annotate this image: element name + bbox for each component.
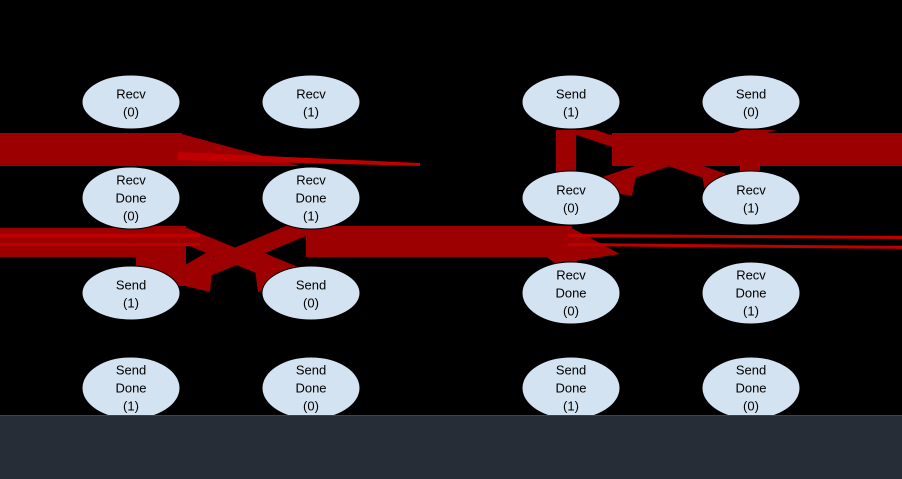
- node-label-line1: Recv: [736, 267, 766, 282]
- node-label-line1: Send: [736, 86, 766, 101]
- node-label-line1: Recv: [736, 182, 766, 197]
- node-shape: [521, 261, 621, 325]
- node-label-line1: Send: [296, 277, 326, 292]
- node-shape: [81, 265, 181, 321]
- node-recv-0[interactable]: Recv (0): [81, 74, 181, 130]
- node-shape: [261, 166, 361, 230]
- edge-band-center-mid: [306, 226, 572, 257]
- node-recv-1-mid[interactable]: Recv (1): [701, 170, 801, 226]
- node-label-line3: (1): [123, 398, 139, 413]
- edge-stub-send0-recv1: [740, 130, 760, 176]
- node-label-line3: (0): [563, 303, 579, 318]
- node-label-line3: (0): [743, 398, 759, 413]
- node-label-line2: Done: [555, 380, 586, 395]
- edge-line-left-tail-a: [0, 234, 200, 237]
- node-label-line2: Done: [295, 190, 326, 205]
- node-label-line1: Send: [116, 362, 146, 377]
- node-label-line2: Done: [735, 285, 766, 300]
- node-shape: [521, 74, 621, 130]
- node-recv-done-1-col3[interactable]: Recv Done (1): [701, 261, 801, 325]
- node-label-line1: Send: [736, 362, 766, 377]
- node-label-line2: Done: [555, 285, 586, 300]
- node-label-line2: Done: [115, 380, 146, 395]
- node-shape: [261, 265, 361, 321]
- node-shape: [81, 166, 181, 230]
- node-send-done-1[interactable]: Send Done (1): [81, 356, 181, 420]
- node-label-line3: (0): [123, 208, 139, 223]
- node-label-line2: Done: [735, 380, 766, 395]
- edge-line-center-tail-b: [568, 243, 902, 249]
- node-label-line1: Recv: [296, 86, 326, 101]
- node-label-line1: Recv: [116, 86, 146, 101]
- node-layer: Recv (0) Recv (1) Send (1) Send (0): [81, 74, 801, 420]
- node-label-line1: Send: [556, 86, 586, 101]
- node-shape: [521, 170, 621, 226]
- node-shape: [701, 170, 801, 226]
- edge-stub-send1-recv0: [556, 130, 576, 176]
- node-recv-done-0[interactable]: Recv Done (0): [81, 166, 181, 230]
- node-label-line1: Send: [296, 362, 326, 377]
- node-send-done-1-col2[interactable]: Send Done (1): [521, 356, 621, 420]
- node-label-line1: Recv: [556, 267, 586, 282]
- node-send-1-top[interactable]: Send (1): [521, 74, 621, 130]
- node-label-line1: Recv: [556, 182, 586, 197]
- node-label-line3: (1): [563, 398, 579, 413]
- edge-line-left-top-tail: [178, 152, 420, 166]
- node-label-line1: Send: [556, 362, 586, 377]
- edge-line-left-tail-b: [0, 243, 200, 246]
- node-shape: [701, 261, 801, 325]
- node-send-done-0-col3[interactable]: Send Done (0): [701, 356, 801, 420]
- node-send-0-top[interactable]: Send (0): [701, 74, 801, 130]
- node-label-line2: Done: [295, 380, 326, 395]
- node-shape: [81, 74, 181, 130]
- edge-line-center-tail-a: [568, 234, 902, 239]
- node-label-line3: (1): [123, 295, 139, 310]
- bottom-status-bar: [0, 415, 902, 479]
- node-shape: [701, 74, 801, 130]
- node-label-line1: Send: [116, 277, 146, 292]
- node-send-0[interactable]: Send (0): [261, 265, 361, 321]
- node-label-line3: (0): [123, 104, 139, 119]
- node-send-done-0[interactable]: Send Done (0): [261, 356, 361, 420]
- node-label-line1: Recv: [296, 172, 326, 187]
- node-label-line2: Done: [115, 190, 146, 205]
- node-shape: [261, 74, 361, 130]
- node-label-line3: (1): [303, 104, 319, 119]
- node-recv-done-0-col2[interactable]: Recv Done (0): [521, 261, 621, 325]
- node-recv-0-mid[interactable]: Recv (0): [521, 170, 621, 226]
- node-label-line3: (0): [743, 104, 759, 119]
- node-label-line3: (1): [563, 104, 579, 119]
- node-recv-1[interactable]: Recv (1): [261, 74, 361, 130]
- node-label-line3: (1): [303, 208, 319, 223]
- node-label-line1: Recv: [116, 172, 146, 187]
- node-recv-done-1[interactable]: Recv Done (1): [261, 166, 361, 230]
- node-label-line3: (1): [743, 303, 759, 318]
- node-label-line3: (0): [303, 295, 319, 310]
- node-label-line3: (0): [563, 200, 579, 215]
- node-send-1[interactable]: Send (1): [81, 265, 181, 321]
- edge-band-left-top: [0, 133, 182, 166]
- node-label-line3: (0): [303, 398, 319, 413]
- node-label-line3: (1): [743, 200, 759, 215]
